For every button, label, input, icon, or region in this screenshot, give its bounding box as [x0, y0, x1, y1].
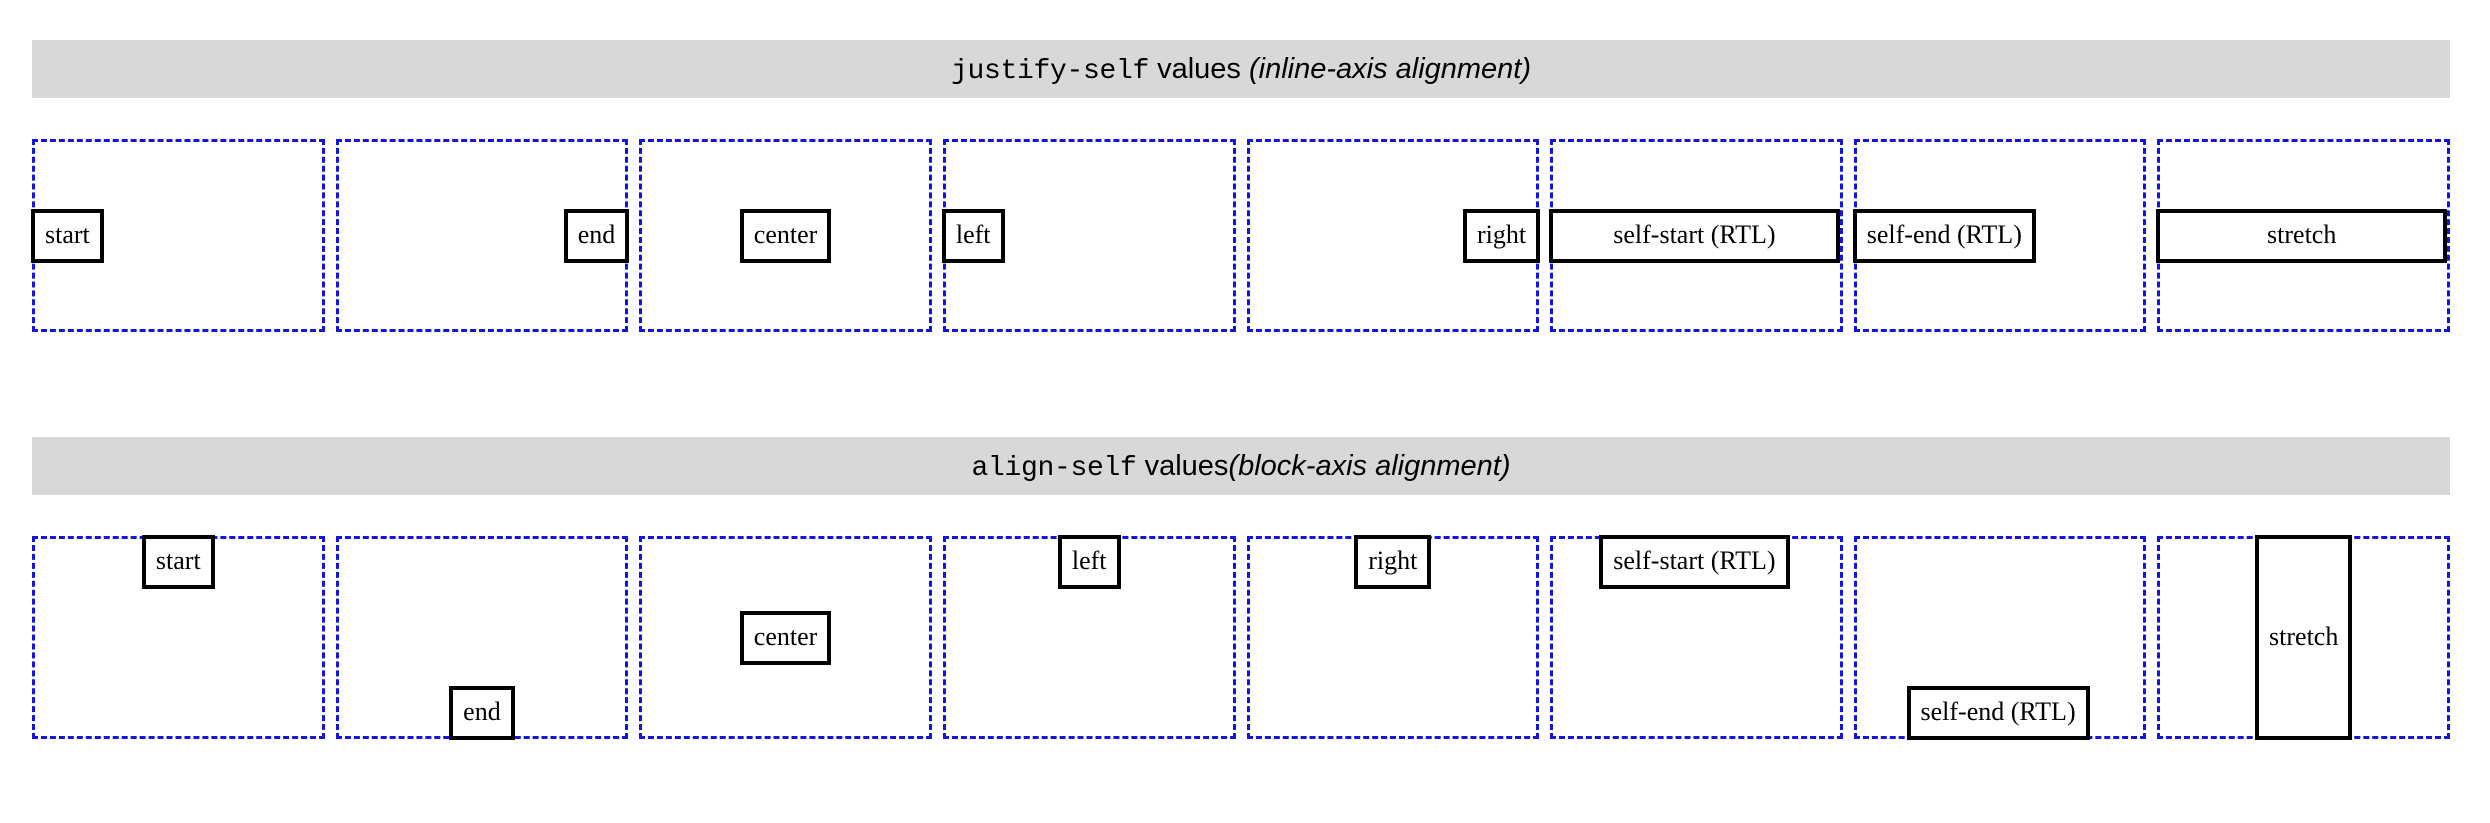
justify-cell-right[interactable]: right: [1246, 139, 1541, 332]
align-box-stretch[interactable]: stretch: [2255, 535, 2353, 740]
align-cell-start[interactable]: start: [32, 535, 325, 739]
justify-cell-left[interactable]: left: [941, 139, 1236, 332]
align-box-center[interactable]: center: [739, 610, 832, 665]
align-cell-center[interactable]: center: [639, 536, 932, 739]
align-self-caption-middle: values: [1136, 450, 1229, 482]
justify-self-caption-middle: values: [1149, 53, 1249, 85]
justify-self-property-name: justify-self: [950, 56, 1150, 87]
justify-self-caption-note: (inline-axis alignment): [1248, 53, 1532, 85]
align-box-end[interactable]: end: [449, 686, 515, 740]
align-box-left[interactable]: left: [1057, 535, 1121, 589]
align-cell-self-start[interactable]: self-start (RTL): [1550, 535, 1843, 739]
justify-box-center[interactable]: center: [739, 208, 832, 263]
align-self-property-name: align-self: [971, 453, 1137, 484]
justify-box-left[interactable]: left: [941, 208, 1005, 263]
justify-box-stretch[interactable]: stretch: [2156, 208, 2447, 263]
justify-box-start[interactable]: start: [31, 208, 104, 263]
justify-cell-stretch[interactable]: stretch: [2156, 139, 2450, 332]
justify-box-right[interactable]: right: [1463, 208, 1541, 263]
justify-box-self-end[interactable]: self-end (RTL): [1852, 208, 2036, 263]
justify-cell-self-end[interactable]: self-end (RTL): [1852, 139, 2147, 332]
justify-cell-start[interactable]: start: [31, 139, 325, 332]
justify-cell-center[interactable]: center: [639, 139, 932, 332]
align-cell-end[interactable]: end: [335, 536, 629, 740]
align-cell-right[interactable]: right: [1246, 535, 1540, 739]
justify-self-section: justify-self values (inline-axis alignme…: [31, 40, 2450, 332]
align-self-grid: start end center left right self-start (…: [32, 535, 2450, 740]
align-cell-self-end[interactable]: self-end (RTL): [1853, 536, 2147, 740]
justify-self-grid: start end center left right self-start (…: [31, 139, 2450, 332]
align-box-start[interactable]: start: [141, 535, 215, 589]
justify-cell-end[interactable]: end: [335, 139, 630, 332]
align-box-right[interactable]: right: [1354, 535, 1432, 589]
align-cell-left[interactable]: left: [942, 535, 1236, 739]
justify-box-end[interactable]: end: [563, 208, 630, 263]
align-self-caption: align-self values(block-axis alignment): [32, 437, 2450, 495]
align-box-self-start[interactable]: self-start (RTL): [1599, 535, 1790, 589]
justify-self-caption: justify-self values (inline-axis alignme…: [32, 40, 2450, 98]
justify-box-self-start[interactable]: self-start (RTL): [1549, 208, 1840, 263]
align-box-self-end[interactable]: self-end (RTL): [1906, 686, 2090, 740]
align-cell-stretch[interactable]: stretch: [2157, 535, 2450, 740]
justify-cell-self-start[interactable]: self-start (RTL): [1549, 139, 1843, 332]
align-self-caption-note: (block-axis alignment): [1228, 450, 1511, 482]
align-self-section: align-self values(block-axis alignment) …: [32, 437, 2450, 740]
